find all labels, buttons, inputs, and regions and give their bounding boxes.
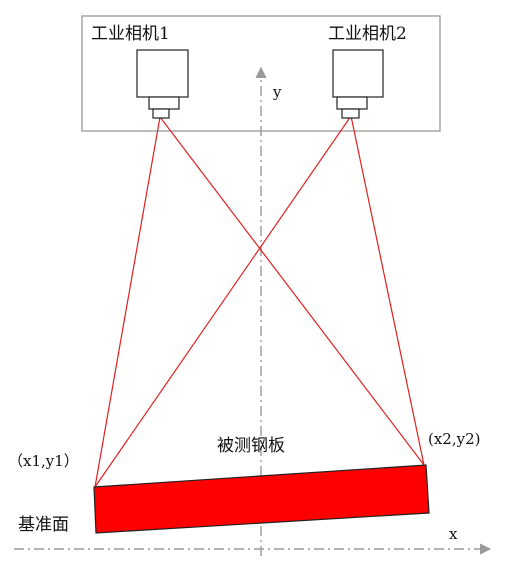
x-axis-label: x bbox=[449, 525, 458, 543]
plate-label: 被测钢板 bbox=[217, 436, 285, 456]
ray-camera1-to-point2 bbox=[159, 116, 425, 466]
y-axis-label: y bbox=[272, 83, 282, 101]
camera1-icon bbox=[136, 49, 189, 119]
camera-rays bbox=[94, 115, 425, 488]
ray-camera2-to-point2 bbox=[350, 115, 425, 466]
point1-label: （x1,y1） bbox=[8, 452, 79, 470]
camera2-label: 工业相机2 bbox=[328, 24, 407, 44]
steel-plate bbox=[93, 464, 430, 534]
ray-camera2-to-point1 bbox=[94, 115, 352, 488]
camera1-label: 工业相机1 bbox=[91, 24, 170, 44]
ray-camera1-to-point1 bbox=[94, 116, 161, 488]
point2-label: (x2,y2) bbox=[428, 430, 481, 448]
reference-plane-label: 基准面 bbox=[18, 515, 69, 535]
camera2-icon bbox=[332, 49, 384, 119]
